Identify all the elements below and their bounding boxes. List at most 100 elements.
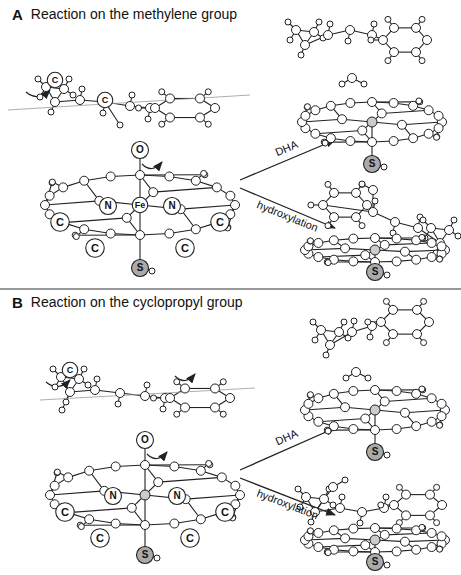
atom-ball [51,98,60,107]
atom-ball [358,126,367,135]
atom-ball [434,134,440,140]
atom-ball [174,379,180,385]
atom-ball [412,23,421,32]
atom-ball [342,477,348,483]
atom-ball [135,200,145,210]
atom-ball [420,387,426,393]
atom-ball [154,555,160,561]
labelled-atom-ball [132,260,149,277]
atom-ball [437,546,443,552]
atom-ball [445,226,454,235]
atom-ball [196,466,205,475]
atom-ball [383,340,389,346]
atom-ball [80,225,89,234]
atom-ball [339,81,345,87]
atom-ball [302,493,311,502]
atom-ball [295,486,301,492]
atom-ball [307,392,313,398]
bond [318,255,365,257]
atom-ball [220,411,226,417]
atom-label: O [136,145,144,155]
atom-ball [314,253,323,262]
atom-ball [317,326,326,335]
rotation-arrow [147,452,167,459]
atom-ball [451,217,457,223]
atom-ball [314,543,323,552]
bond [158,477,222,482]
atom-ball [380,530,389,539]
labelled-atom-ball [367,554,384,571]
atom-ball [307,238,313,244]
atom-ball [319,201,328,210]
atom-ball [437,422,443,428]
atom-ball [212,183,221,192]
atom-ball [141,392,150,401]
atom-ball [414,224,423,233]
atom-ball [391,218,400,227]
panel-heading: A [12,7,23,22]
atom-ball [352,188,361,197]
atom-ball [371,524,380,533]
atom-ball [126,102,135,111]
atom-ball [365,319,371,325]
atom-ball [402,490,411,499]
atom-ball [149,188,158,197]
atom-ball [346,98,355,107]
atom-ball [64,473,73,482]
atom-label: S [142,550,149,560]
atom-ball [336,504,345,513]
atom-ball [421,340,427,346]
atom-ball [37,94,43,100]
bond [50,491,104,495]
panel-heading: Reaction on the methylene group [31,7,237,21]
atom-ball [308,202,314,208]
atom-ball [434,520,440,526]
atom-ball [325,260,331,266]
atom-ball [70,92,76,98]
atom-ball [159,121,165,127]
labelled-atom-ball [216,503,235,522]
atom-ball [361,81,367,87]
atom-ball [359,181,365,187]
atom-ball [341,534,350,543]
atom-ball [419,58,425,64]
atom-ball [66,76,72,82]
atom-ball [380,240,389,249]
atom-ball [220,379,226,385]
atom-ball [106,172,115,181]
atom-ball [314,417,323,426]
atom-ball [211,403,220,412]
atom-ball [321,139,327,145]
atom-ball [307,392,313,398]
atom-ball [367,334,373,340]
atom-ball [348,328,357,337]
atom-ball [434,111,443,120]
atom-ball [312,337,318,343]
atom-ball [371,21,377,27]
atom-ball [427,394,436,403]
atom-ball [46,491,55,500]
atom-ball [330,213,339,222]
atom-ball [85,382,91,388]
atom-ball [231,201,240,210]
labelled-atom-ball [51,213,70,232]
atom-ball [423,36,432,45]
atom-ball [359,223,365,229]
atom-ball [35,76,41,82]
labelled-atom-ball [97,92,113,108]
atom-ball [141,521,150,530]
atom-ball [79,86,85,92]
atom-ball [359,181,365,187]
atom-ball [304,399,313,408]
atom-ball [349,234,358,243]
bond [45,201,99,205]
atom-ball [368,138,377,147]
atom-ball [50,481,59,490]
atom-ball [144,382,150,388]
bond [385,243,432,245]
atom-ball [320,495,329,504]
bond [382,110,429,113]
atom-ball [412,422,421,431]
atom-ball [154,478,163,487]
atom-ball [427,528,436,537]
